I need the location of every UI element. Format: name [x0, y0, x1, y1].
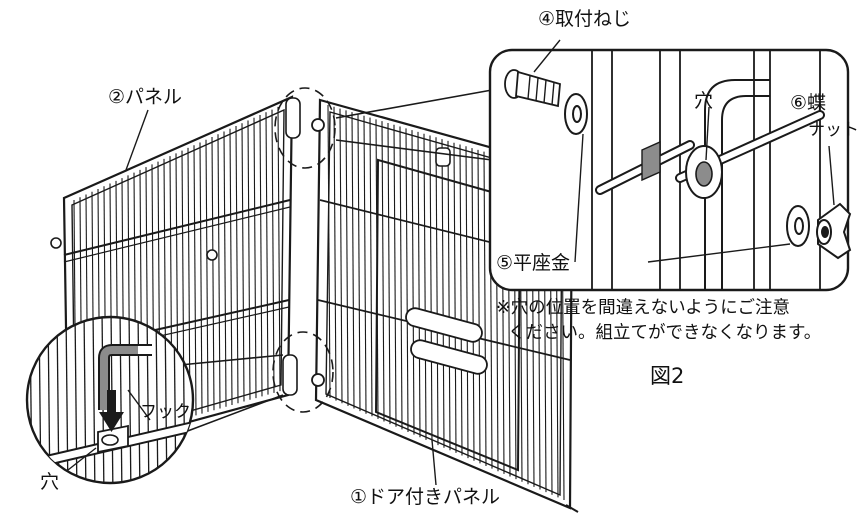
wire-bar	[387, 122, 391, 425]
wire-bar	[453, 142, 457, 453]
wire-bar	[483, 151, 487, 467]
washer-icon-right	[786, 205, 810, 247]
wire-bar	[369, 117, 373, 417]
screw-label: ④取付ねじ	[538, 8, 632, 30]
hole-bottom-label: 穴	[40, 471, 60, 493]
wing-nut-label: ⑥蝶	[790, 92, 827, 114]
wire-bar	[459, 144, 463, 456]
panel-label: ②パネル	[108, 86, 183, 108]
wire-bar	[429, 135, 433, 443]
wire-bar	[465, 146, 469, 459]
wing-nut-label-2: ナット	[808, 120, 859, 140]
wire-bar	[83, 317, 87, 483]
wire-bar	[205, 139, 209, 412]
wire-bar	[399, 126, 403, 430]
wire-bar	[435, 137, 439, 446]
panel-leaders	[125, 109, 437, 486]
wire-bar	[92, 317, 96, 483]
screw-icon	[504, 69, 561, 108]
insert-arrow-icon	[99, 390, 124, 432]
wire-bar	[187, 147, 191, 418]
wire-bar	[477, 149, 481, 464]
wire-bar	[247, 120, 251, 400]
wire-bar	[381, 121, 385, 422]
wire-bar	[393, 124, 397, 427]
caution-note-line-2: ください。組立てができなくなります。	[508, 323, 822, 343]
wire-bar	[357, 113, 361, 412]
wire-bar	[146, 317, 150, 483]
wire-bar	[65, 317, 69, 483]
wire-bar	[253, 117, 257, 399]
caution-note-line-1: ※穴の位置を間違えないようにご注意	[496, 298, 790, 318]
wire-bar	[345, 110, 349, 406]
flat-washer-label: ⑤平座金	[496, 252, 571, 274]
hook-label: フック	[140, 402, 191, 422]
hole-inset-label: 穴	[694, 90, 714, 112]
door-panel-label: ①ドア付きパネル	[350, 486, 501, 508]
inset-leaders	[533, 39, 835, 263]
washer-icon	[564, 93, 588, 135]
caution-note: ※穴の位置を間違えないようにご注意 ください。組立てができなくなります。	[496, 296, 848, 346]
wire-bar	[441, 139, 445, 448]
wire-bar	[351, 112, 355, 409]
wire-bar	[363, 115, 367, 414]
wire-bar	[265, 112, 269, 395]
wire-bar	[74, 317, 78, 483]
wire-bar	[333, 106, 337, 401]
wire-bar	[119, 317, 123, 483]
wire-bar	[241, 123, 245, 402]
wire-bar	[423, 133, 427, 440]
figure-label: 図2	[650, 364, 685, 388]
wire-bar	[128, 317, 132, 483]
wire-bar	[193, 145, 197, 416]
wire-bar	[271, 109, 275, 393]
wire-bar	[327, 104, 331, 399]
wire-bar	[405, 128, 409, 433]
wire-bar	[417, 131, 421, 438]
callout-ovals	[272, 87, 336, 413]
wire-bar	[277, 106, 281, 392]
wire-bar	[199, 142, 203, 414]
wire-bar	[339, 108, 343, 404]
wire-bar	[211, 136, 215, 411]
inset-leader	[335, 89, 493, 161]
wire-bar	[471, 148, 475, 461]
wire-bar	[235, 126, 239, 404]
wire-bar	[229, 128, 233, 406]
wing-nut-icon	[816, 202, 852, 260]
wire-bar	[411, 130, 415, 435]
wire-bar	[447, 140, 451, 451]
wire-bar	[259, 115, 263, 397]
zoom-inset	[488, 39, 852, 292]
wire-bar	[217, 134, 221, 409]
